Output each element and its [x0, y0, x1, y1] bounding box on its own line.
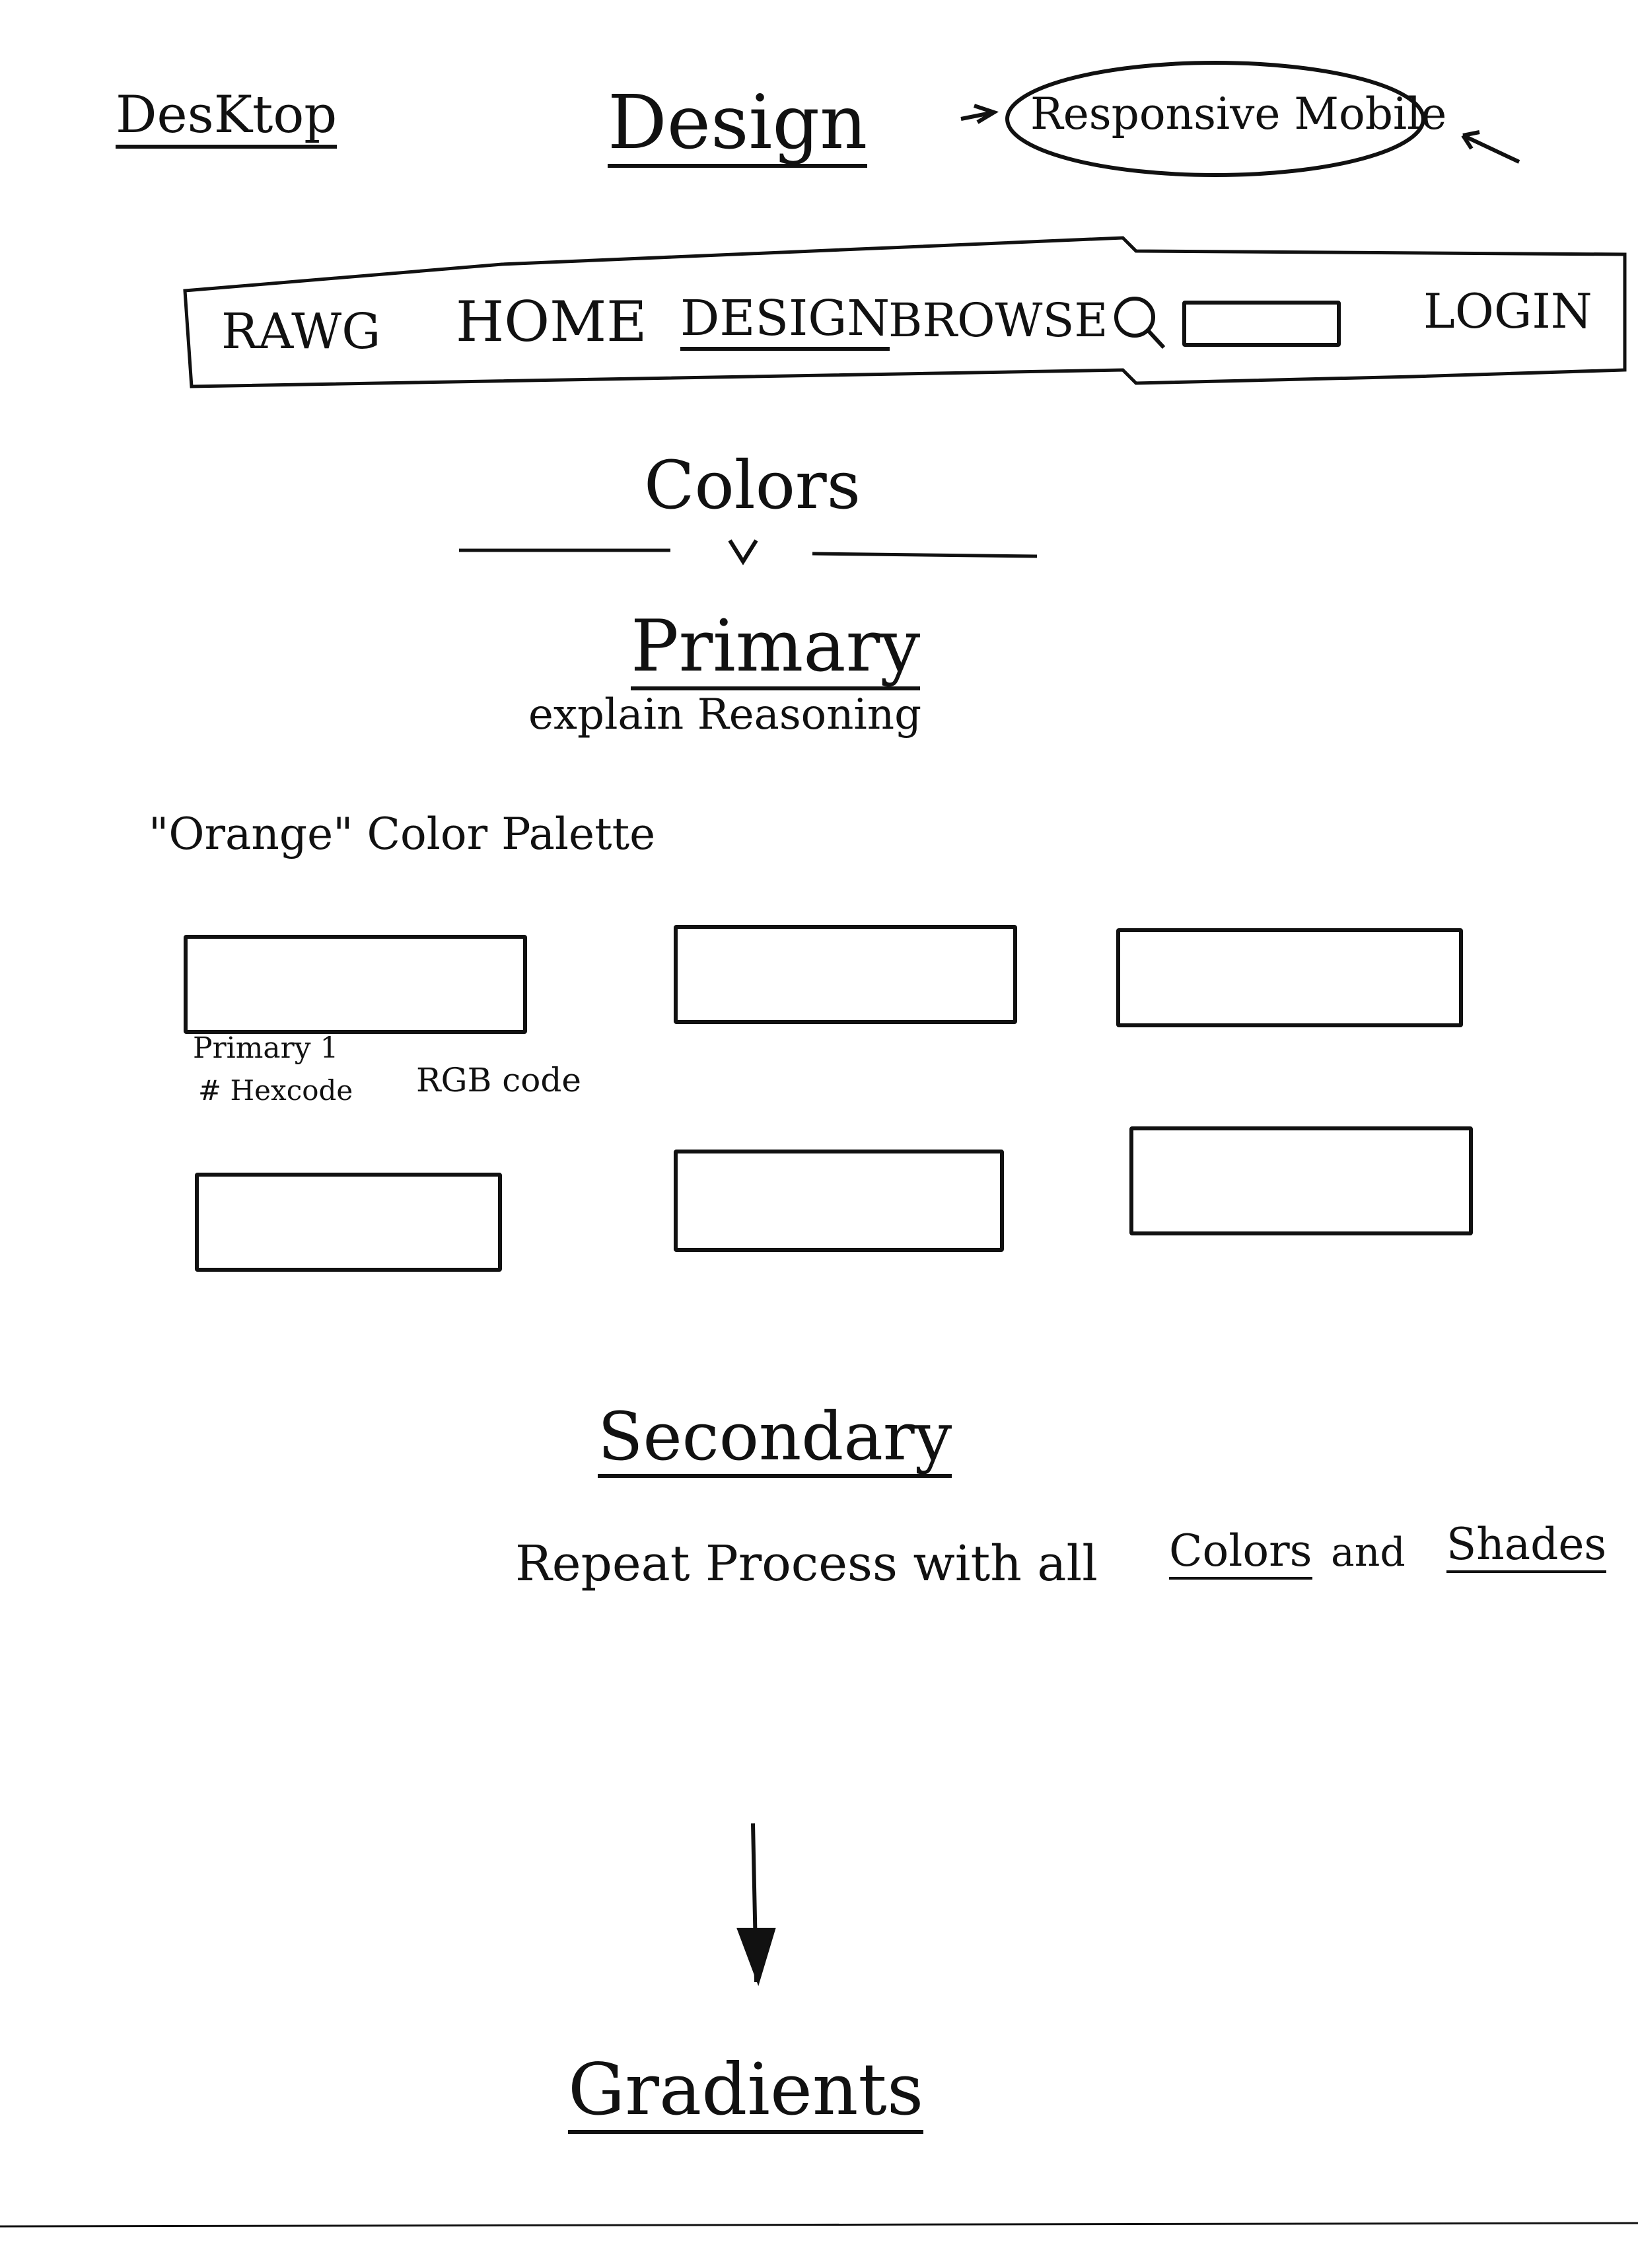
- nav-browse[interactable]: BROWSE: [888, 293, 1108, 348]
- colors-title: Colors: [644, 447, 861, 524]
- secondary-title: Secondary: [598, 1404, 952, 1478]
- page-title: Design: [608, 86, 868, 168]
- swatch-primary-1: [184, 935, 527, 1034]
- swatch-primary-6: [1129, 1126, 1473, 1235]
- swatch-primary-2: [674, 925, 1017, 1024]
- swatch-name-label: Primary 1: [193, 1031, 339, 1065]
- gradients-title: Gradients: [568, 2055, 924, 2134]
- swatch-rgb-label: RGB code: [416, 1061, 581, 1099]
- gradients-arrowhead: [736, 1928, 776, 1987]
- swatch-primary-3: [1116, 928, 1463, 1027]
- swatch-hex-label: # Hexcode: [198, 1074, 353, 1107]
- responsive-mobile-label: Responsive Mobile: [1030, 89, 1447, 139]
- swatch-primary-5: [674, 1150, 1004, 1252]
- secondary-note-start: Repeat Process with all: [515, 1535, 1098, 1592]
- nav-brand[interactable]: RAWG: [221, 303, 381, 360]
- secondary-note-colors: Colors: [1169, 1529, 1312, 1580]
- page-bottom-rule: [0, 2222, 1638, 2228]
- swatch-primary-4: [195, 1173, 502, 1272]
- colors-chevron-icon: [727, 535, 760, 568]
- gradients-arrow-shaft: [751, 1823, 758, 1983]
- arrow-to-mobile-icon: [960, 104, 999, 124]
- secondary-note-shades: Shades: [1446, 1523, 1607, 1573]
- nav-login[interactable]: LOGIN: [1423, 283, 1592, 339]
- secondary-note-and: and: [1331, 1529, 1406, 1576]
- nav-home[interactable]: HOME: [456, 289, 647, 354]
- palette-label: "Orange" Color Palette: [149, 809, 656, 860]
- primary-subtitle: explain Reasoning: [528, 690, 922, 739]
- search-icon[interactable]: [1110, 291, 1169, 350]
- arrow-back-icon: [1461, 130, 1520, 164]
- colors-divider-right: [812, 552, 1038, 558]
- primary-title: Primary: [631, 611, 921, 690]
- nav-design[interactable]: DESIGN: [680, 294, 890, 351]
- search-input[interactable]: [1182, 301, 1341, 347]
- desktop-label: DesKtop: [116, 89, 338, 149]
